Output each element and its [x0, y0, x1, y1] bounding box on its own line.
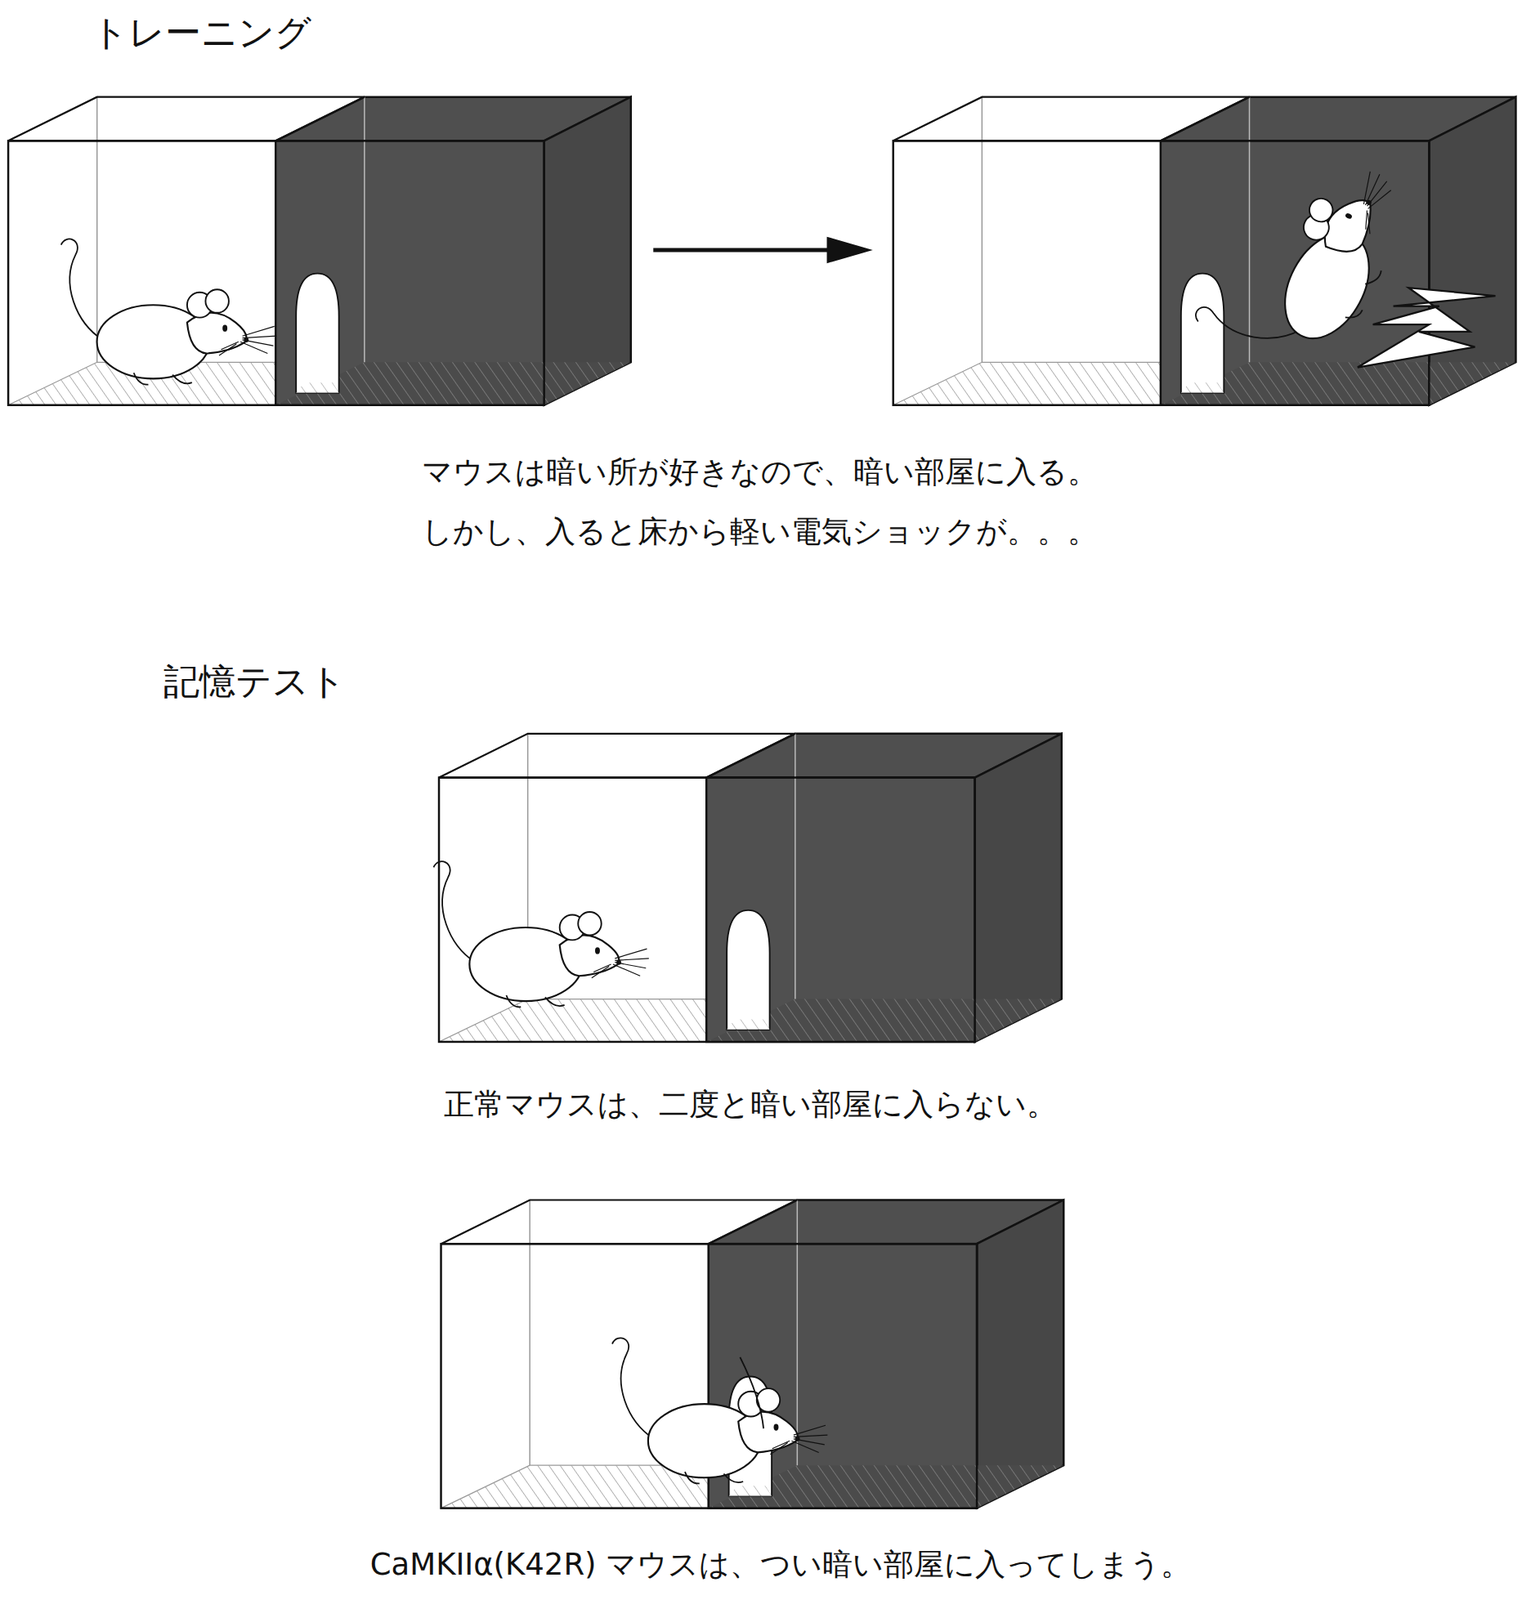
section-heading: 記憶テスト — [163, 660, 346, 704]
caption-text: 正常マウスは、二度と暗い部屋に入らない。 — [443, 1087, 1057, 1124]
caption-text: しかし、入ると床から軽い電気ショックが。。。 — [421, 514, 1098, 551]
caption-text: CaMKIIα(K42R) マウスは、つい暗い部屋に入ってしまう。 — [370, 1547, 1192, 1584]
section-heading: トレーニング — [91, 11, 312, 55]
test-mutant — [441, 1200, 1065, 1509]
caption-text: マウスは暗い所が好きなので、暗い部屋に入る。 — [421, 454, 1098, 491]
training-before — [8, 97, 632, 406]
training-arrow — [653, 237, 873, 264]
training-shock — [893, 97, 1517, 406]
shock-symbol — [1357, 287, 1496, 368]
test-normal — [433, 734, 1061, 1043]
